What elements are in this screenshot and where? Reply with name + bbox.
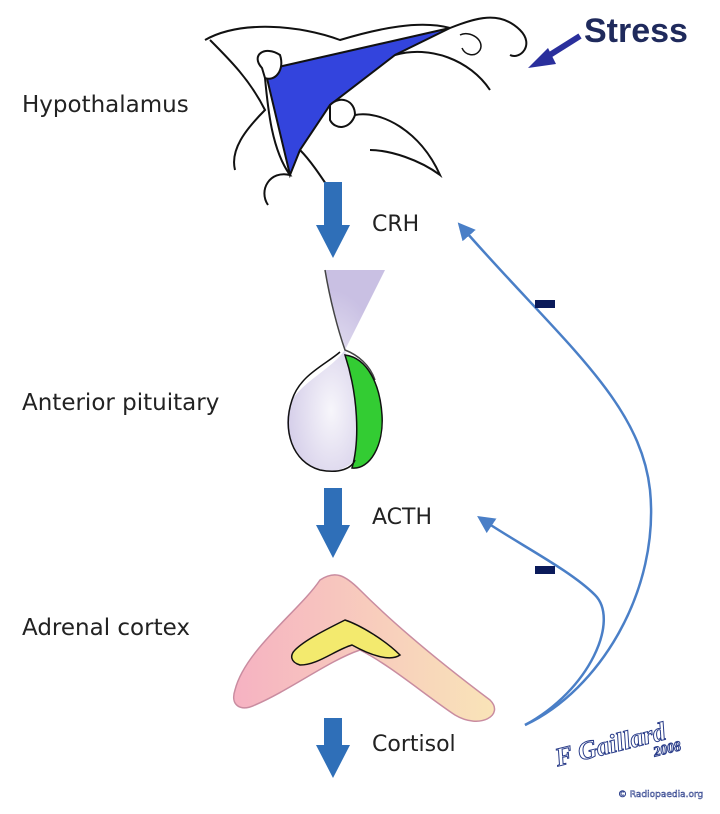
adrenal-illustration	[234, 575, 495, 721]
arrow-hypothalamus-to-pituitary	[316, 182, 350, 258]
stress-arrow	[528, 36, 580, 68]
anterior-pituitary-label: Anterior pituitary	[22, 390, 219, 416]
inhibition-sign-upper	[535, 300, 555, 308]
adrenal-cortex-label: Adrenal cortex	[22, 615, 190, 641]
feedback-line-to-crh	[460, 225, 651, 725]
pituitary-illustration	[287, 270, 385, 471]
cortisol-label: Cortisol	[372, 732, 456, 757]
arrow-adrenal-to-cortisol	[316, 718, 350, 778]
hypothalamus-illustration	[205, 18, 526, 205]
stress-label: Stress	[584, 12, 688, 51]
acth-label: ACTH	[372, 505, 432, 530]
arrow-pituitary-to-adrenal	[316, 488, 350, 558]
inhibition-sign-lower	[535, 566, 555, 574]
hypothalamus-label: Hypothalamus	[22, 92, 189, 118]
feedback-line-to-acth	[480, 518, 604, 725]
crh-label: CRH	[372, 212, 419, 237]
copyright-credit: © Radiopaedia.org	[618, 790, 703, 800]
